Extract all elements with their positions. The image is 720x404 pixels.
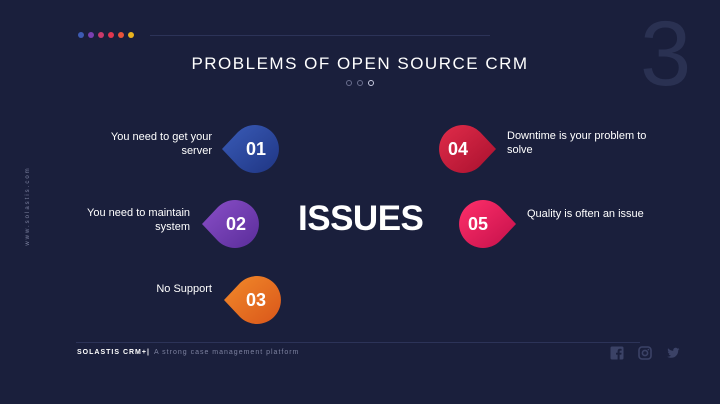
slide-title: PROBLEMS OF OPEN SOURCE CRM: [191, 54, 529, 73]
header-divider: [150, 35, 490, 36]
center-issues-label: ISSUES: [298, 199, 424, 238]
header-dot: [78, 32, 84, 38]
slide-number: 3: [640, 3, 692, 105]
header-dots: [78, 32, 134, 38]
issue-01-text: You need to get your server: [110, 131, 212, 157]
badge-05-shape: [459, 200, 516, 248]
issue-02-badge: 02: [202, 199, 262, 249]
issue-04-badge: 04: [436, 124, 496, 174]
twitter-icon[interactable]: [666, 346, 680, 360]
badge-03-shape: [224, 276, 281, 324]
footer-brand: SOLASTIS CRM+|: [77, 349, 150, 356]
issue-04-text: Downtime is your problem to solve: [507, 130, 647, 156]
pager-dot: [346, 80, 352, 86]
issue-01-badge: 01: [222, 124, 282, 174]
issue-02-text: You need to maintain system: [87, 207, 190, 233]
issue-03-text: No Support: [156, 283, 212, 295]
header-dot: [118, 32, 124, 38]
instagram-icon[interactable]: [638, 346, 652, 360]
vertical-website-text: www.solastis.com: [22, 156, 34, 256]
footer-divider: [76, 342, 640, 343]
header-dot: [128, 32, 134, 38]
header-dot: [88, 32, 94, 38]
website-url: www.solastis.com: [25, 166, 31, 246]
pager-dots: [346, 80, 374, 86]
issue-05-badge: 05: [456, 199, 516, 249]
header-dot: [108, 32, 114, 38]
issue-05-text: Quality is often an issue: [527, 208, 644, 220]
footer: SOLASTIS CRM+|A strong case management p…: [77, 349, 299, 356]
issue-05-number: 05: [468, 214, 489, 234]
facebook-icon[interactable]: [610, 346, 624, 360]
badge-01-shape: [222, 125, 279, 173]
issue-02-number: 02: [226, 214, 247, 234]
footer-tagline: A strong case management platform: [153, 349, 300, 356]
header-dot: [98, 32, 104, 38]
issue-04-number: 04: [448, 139, 469, 159]
badge-04-shape: [439, 125, 496, 173]
issue-03-number: 03: [246, 290, 267, 310]
pager-dot-active: [368, 80, 374, 86]
badge-02-shape: [202, 200, 259, 248]
issue-01-number: 01: [246, 139, 267, 159]
pager-dot: [357, 80, 363, 86]
issue-03-badge: 03: [224, 275, 284, 325]
